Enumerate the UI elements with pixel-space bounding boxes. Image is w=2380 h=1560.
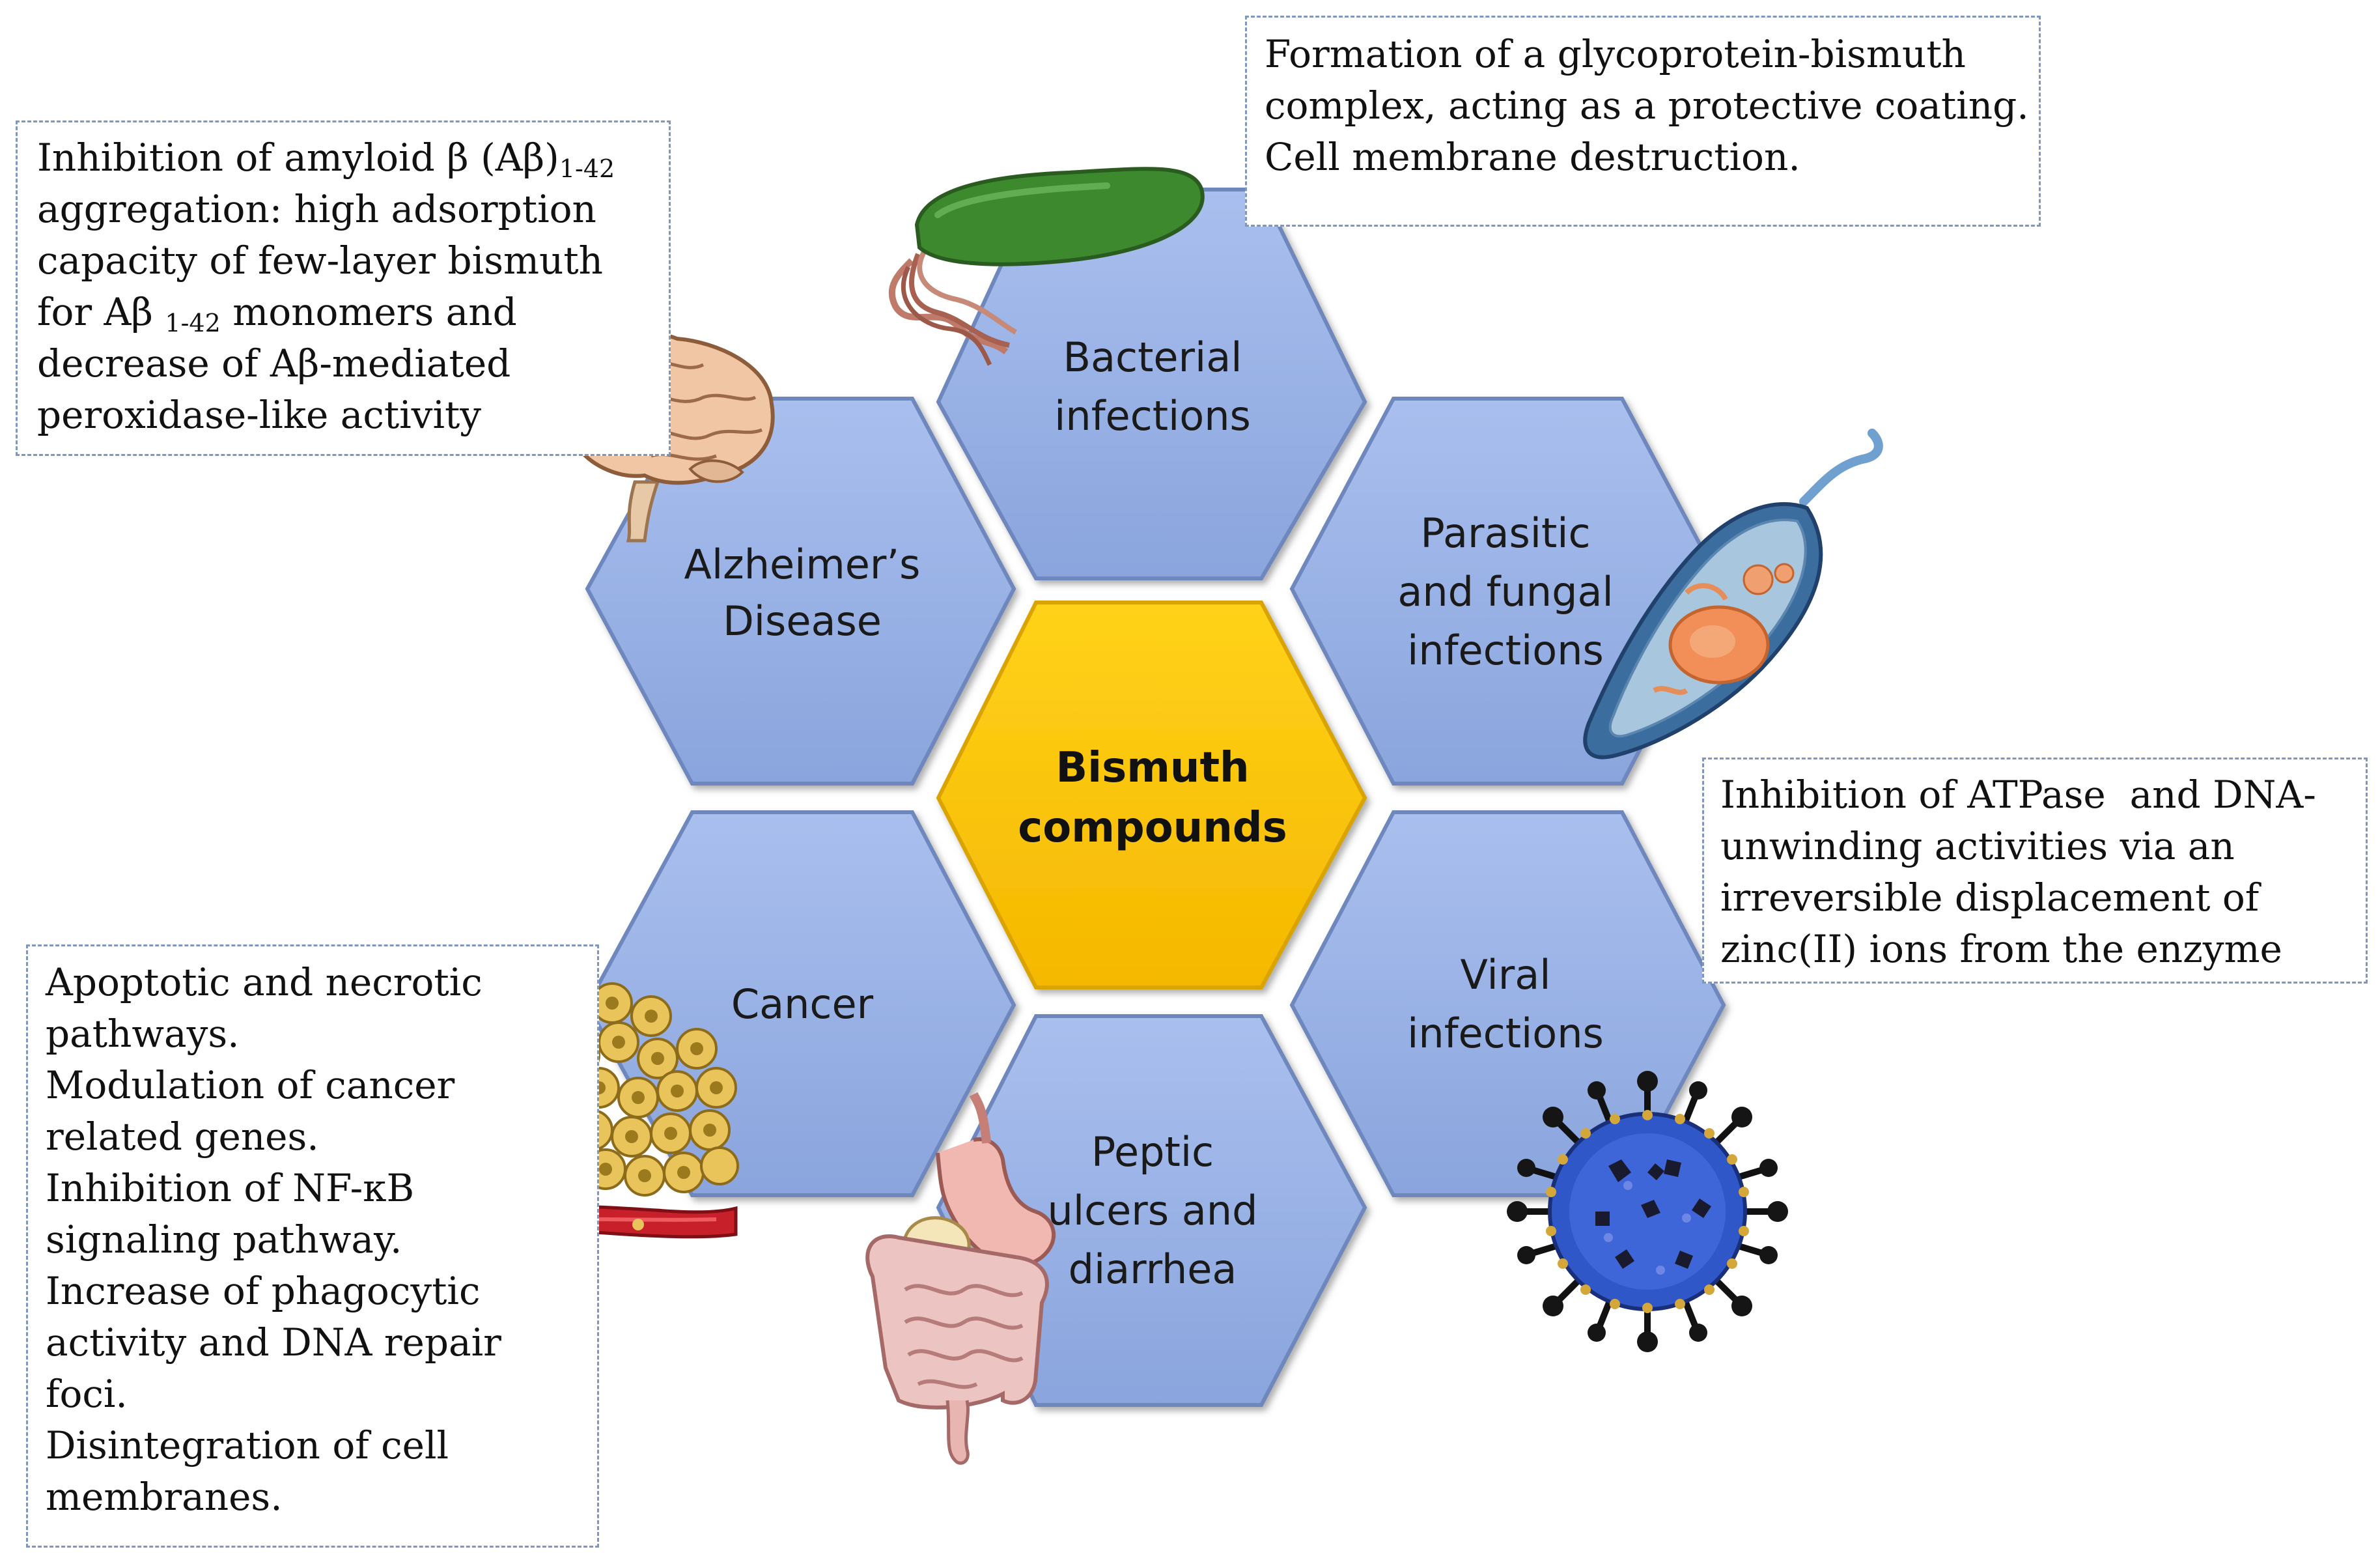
- hexagon-label-parasitic-1: Parasitic: [1420, 509, 1590, 557]
- note-cancer-line-1: Apoptotic and necrotic: [46, 960, 483, 1004]
- note-alzheimers-line-1: Inhibition of amyloid β (Aβ)1-42: [37, 132, 669, 184]
- hexagon-label-parasitic-3: infections: [1407, 627, 1604, 674]
- bacterium-icon: [888, 167, 1205, 366]
- hexagon-label-peptic-2: ulcers and: [1048, 1187, 1258, 1234]
- note-alzheimers-line-2: aggregation: high adsorption: [37, 187, 596, 231]
- note-cancer-line-2: pathways.: [46, 1012, 240, 1056]
- hexagon-label-bacterial-2: infections: [1054, 392, 1251, 440]
- hexagon-label-viral-2: infections: [1407, 1010, 1604, 1057]
- note-bacterial-line-1: Formation of a glycoprotein-bismuth: [1265, 32, 1966, 76]
- parasite-cell-icon: [1583, 429, 1883, 759]
- note-bacterial-line-2: complex, acting as a protective coating.: [1265, 83, 2029, 128]
- note-alzheimers-line-1-sub: 1-42: [559, 154, 615, 183]
- note-alzheimers-line-3: capacity of few-layer bismuth: [37, 238, 604, 283]
- note-cancer-line-7: Increase of phagocytic: [46, 1269, 481, 1313]
- note-alzheimers-line-6: peroxidase-like activity: [37, 393, 482, 437]
- note-viral-line-4: zinc(II) ions from the enzyme: [1720, 927, 2282, 971]
- center-label-1: Bismuth: [1056, 744, 1249, 792]
- note-cancer-line-5: Inhibition of NF-κB: [46, 1166, 415, 1210]
- hexagon-peptic: Peptic ulcers and diarrhea: [936, 1014, 1367, 1407]
- virus-icon: [1507, 1071, 1788, 1352]
- note-cancer-line-10: Disintegration of cell: [46, 1423, 449, 1468]
- note-alzheimers-line-4-a: for Aβ: [37, 290, 165, 334]
- note-cancer: Apoptotic and necrotic pathways. Modulat…: [26, 944, 599, 1548]
- digestive-system-icon: [865, 1092, 1056, 1465]
- note-viral: Inhibition of ATPase and DNA- unwinding …: [1702, 758, 2368, 984]
- note-alzheimers-line-4: for Aβ 1-42 monomers and: [37, 287, 669, 338]
- note-cancer-line-4: related genes.: [46, 1114, 319, 1159]
- note-alzheimers-line-4-b: monomers and: [220, 290, 517, 334]
- hexagon-label-peptic-1: Peptic: [1091, 1128, 1214, 1176]
- note-cancer-line-6: signaling pathway.: [46, 1217, 402, 1262]
- note-cancer-line-11: membranes.: [46, 1475, 283, 1519]
- hexagon-center: Bismuth compounds: [936, 601, 1367, 989]
- hexagon-label-alzheimers-1: Alzheimer’s: [684, 541, 921, 588]
- note-alzheimers: Inhibition of amyloid β (Aβ)1-42 aggrega…: [16, 121, 671, 456]
- center-label-2: compounds: [1018, 804, 1287, 852]
- hexagon-label-viral-1: Viral: [1461, 951, 1551, 999]
- note-viral-line-1: Inhibition of ATPase and DNA-: [1720, 773, 2316, 817]
- hexagon-label-alzheimers-2: Disease: [723, 597, 882, 645]
- hexagon-label-cancer: Cancer: [731, 980, 874, 1028]
- note-cancer-line-3: Modulation of cancer: [46, 1063, 455, 1107]
- note-alzheimers-line-4-sub: 1-42: [165, 309, 221, 337]
- hexagon-bacterial: Bacterial infections: [936, 188, 1367, 580]
- note-alzheimers-line-5: decrease of Aβ-mediated: [37, 341, 511, 386]
- note-alzheimers-line-1-text: Inhibition of amyloid β (Aβ): [37, 135, 559, 180]
- hexagon-label-peptic-3: diarrhea: [1069, 1245, 1237, 1293]
- hexagon-alzheimers: Alzheimer’s Disease: [585, 397, 1016, 786]
- hexagon-label-bacterial-1: Bacterial: [1063, 333, 1242, 381]
- note-viral-line-2: unwinding activities via an: [1720, 824, 2235, 868]
- note-cancer-line-9: foci.: [46, 1372, 128, 1416]
- note-bacterial-line-3: Cell membrane destruction.: [1265, 135, 1800, 179]
- hexagon-viral: Viral infections: [1289, 810, 1726, 1197]
- note-viral-line-3: irreversible displacement of: [1720, 875, 2260, 920]
- note-cancer-line-8: activity and DNA repair: [46, 1320, 501, 1365]
- hexagon-label-parasitic-2: and fungal: [1397, 568, 1613, 616]
- note-bacterial: Formation of a glycoprotein-bismuth comp…: [1245, 16, 2041, 227]
